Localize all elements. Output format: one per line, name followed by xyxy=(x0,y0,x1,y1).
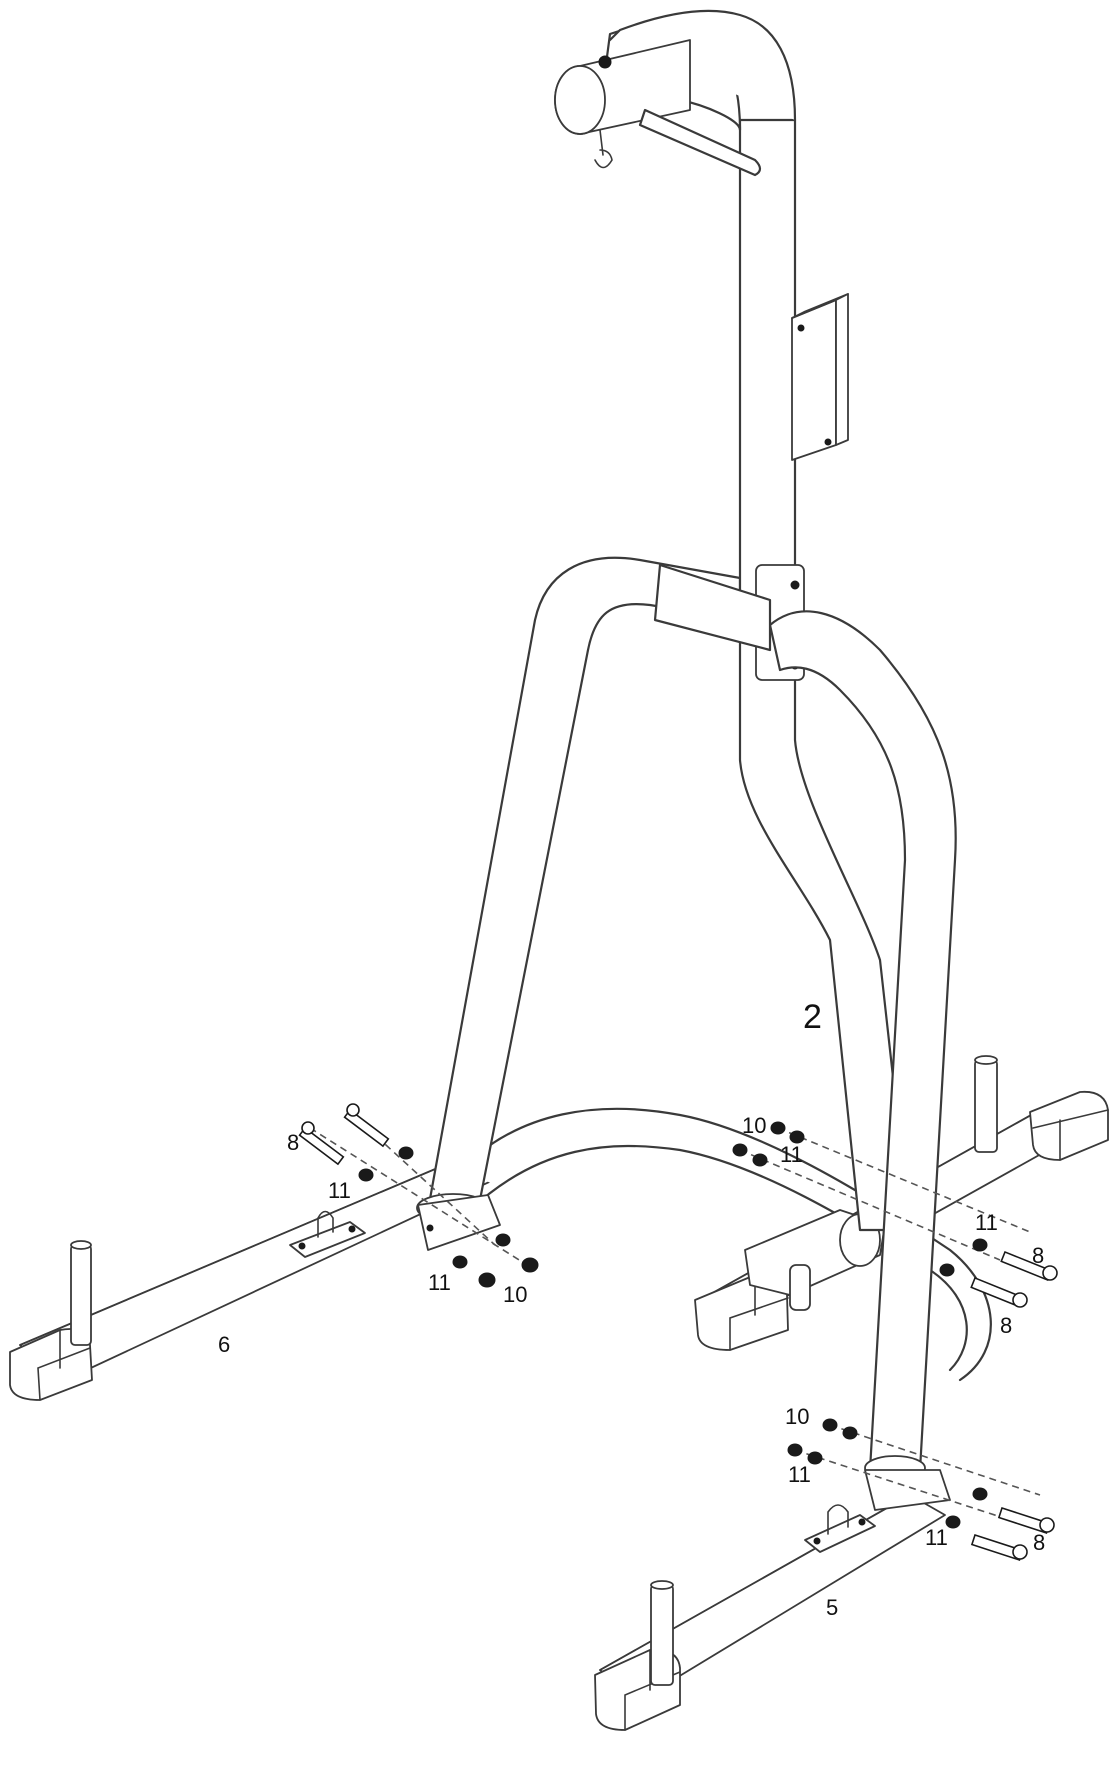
right-leg-tube xyxy=(768,610,957,1472)
rear-end-cap-right xyxy=(1029,1090,1109,1161)
label-part-2: 2 xyxy=(803,998,822,1036)
label-washer: 11 xyxy=(975,1210,998,1235)
label-nut: 10 xyxy=(785,1404,809,1429)
rear-curved-tube xyxy=(458,1107,992,1382)
label-bolt: 8 xyxy=(1000,1313,1012,1338)
front-weight-peg xyxy=(650,1584,674,1686)
center-hardware xyxy=(732,1121,1058,1308)
left-anchor-plate xyxy=(289,1221,366,1258)
label-washer: 11 xyxy=(428,1270,451,1295)
right-front-base xyxy=(594,1494,946,1731)
label-bolt: 8 xyxy=(1033,1530,1045,1555)
left-leg-tube xyxy=(416,556,742,1251)
hanging-hook xyxy=(594,129,613,169)
left-weight-peg xyxy=(70,1244,92,1346)
label-nut: 10 xyxy=(503,1282,527,1307)
front-hardware xyxy=(787,1418,1055,1561)
label-washer: 11 xyxy=(328,1178,351,1203)
label-washer: 11 xyxy=(780,1142,803,1167)
label-part-5: 5 xyxy=(826,1595,838,1620)
left-base-bar xyxy=(9,1149,516,1401)
rear-weight-peg xyxy=(974,1059,998,1153)
mount-box xyxy=(791,299,837,461)
main-upright-post xyxy=(554,9,957,1511)
label-bolt: 8 xyxy=(287,1130,299,1155)
label-bolt: 8 xyxy=(1032,1243,1044,1268)
right-anchor-plate xyxy=(804,1514,876,1553)
label-washer: 11 xyxy=(925,1525,948,1550)
label-nut: 10 xyxy=(742,1113,766,1138)
top-arm-bar xyxy=(638,108,762,177)
label-part-6: 6 xyxy=(218,1332,230,1357)
label-washer: 11 xyxy=(788,1462,811,1487)
left-hardware xyxy=(298,1103,539,1288)
